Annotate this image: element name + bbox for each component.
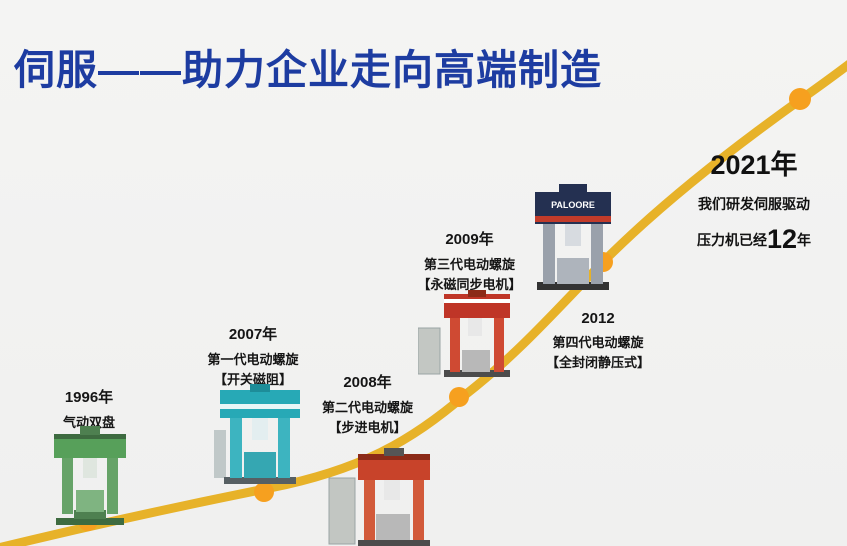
milestone-2021-label-1: 我们研发伺服驱动: [698, 196, 810, 212]
milestone-2008-label-1: 第二代电动螺旋: [321, 400, 413, 415]
milestone-2008-year: 2008年: [343, 374, 392, 391]
milestone-2009-label-2: 【永磁同步电机】: [417, 277, 522, 293]
machine-1996-pneumatic-press: [54, 426, 126, 525]
milestone-1996-label: 气动双盘: [62, 415, 115, 430]
milestone-2007-year: 2007年: [228, 326, 278, 343]
milestone-2007-label-2: 【开关磁阻】: [213, 372, 292, 388]
milestone-dot-2007: [254, 482, 274, 502]
milestone-dot-2008: [449, 387, 469, 407]
label-2-number: 12: [766, 224, 798, 254]
label-2-prefix: 压力机已经: [696, 232, 767, 248]
milestone-1996-year: 1996年: [64, 389, 114, 406]
milestone-2012-label-1: 第四代电动螺旋: [552, 335, 644, 350]
page-title: 伺服——助力企业走向高端制造: [14, 47, 602, 93]
timeline-curve: [0, 60, 847, 546]
milestone-2007-label-1: 第一代电动螺旋: [207, 352, 299, 367]
machine-brand-label: PALOORE: [551, 200, 595, 210]
milestone-2008: 2008年 第二代电动螺旋 【步进电机】: [305, 371, 430, 438]
machine-2007-switched-reluctance-press: [214, 384, 300, 484]
machine-2009-pm-synchronous-press: [418, 290, 510, 377]
milestone-2021-year: 2021年: [710, 150, 798, 180]
machine-2012-servo-press: PALOORE: [535, 184, 611, 290]
milestone-2012: 2012 第四代电动螺旋 【全封闭静压式】: [533, 310, 663, 373]
milestone-2008-label-2: 【步进电机】: [328, 420, 407, 436]
milestone-1996: 1996年 气动双盘: [34, 386, 144, 433]
machine-2008-stepper-motor-press: [328, 448, 430, 546]
milestone-2007: 2007年 第一代电动螺旋 【开关磁阻】: [188, 323, 318, 390]
milestone-2021: 2021年 我们研发伺服驱动 压力机已经12年: [668, 143, 840, 255]
milestone-2009: 2009年 第三代电动螺旋 【永磁同步电机】: [402, 228, 537, 295]
milestone-2021-label-2: 压力机已经12年: [668, 224, 840, 255]
milestone-2012-label-2: 【全封闭静压式】: [545, 355, 650, 371]
milestone-2009-label-1: 第三代电动螺旋: [423, 257, 515, 272]
milestone-dot-2021: [789, 88, 811, 110]
milestone-2012-year: 2012: [581, 310, 615, 327]
label-2-suffix: 年: [797, 232, 812, 248]
milestone-2009-year: 2009年: [445, 231, 494, 248]
